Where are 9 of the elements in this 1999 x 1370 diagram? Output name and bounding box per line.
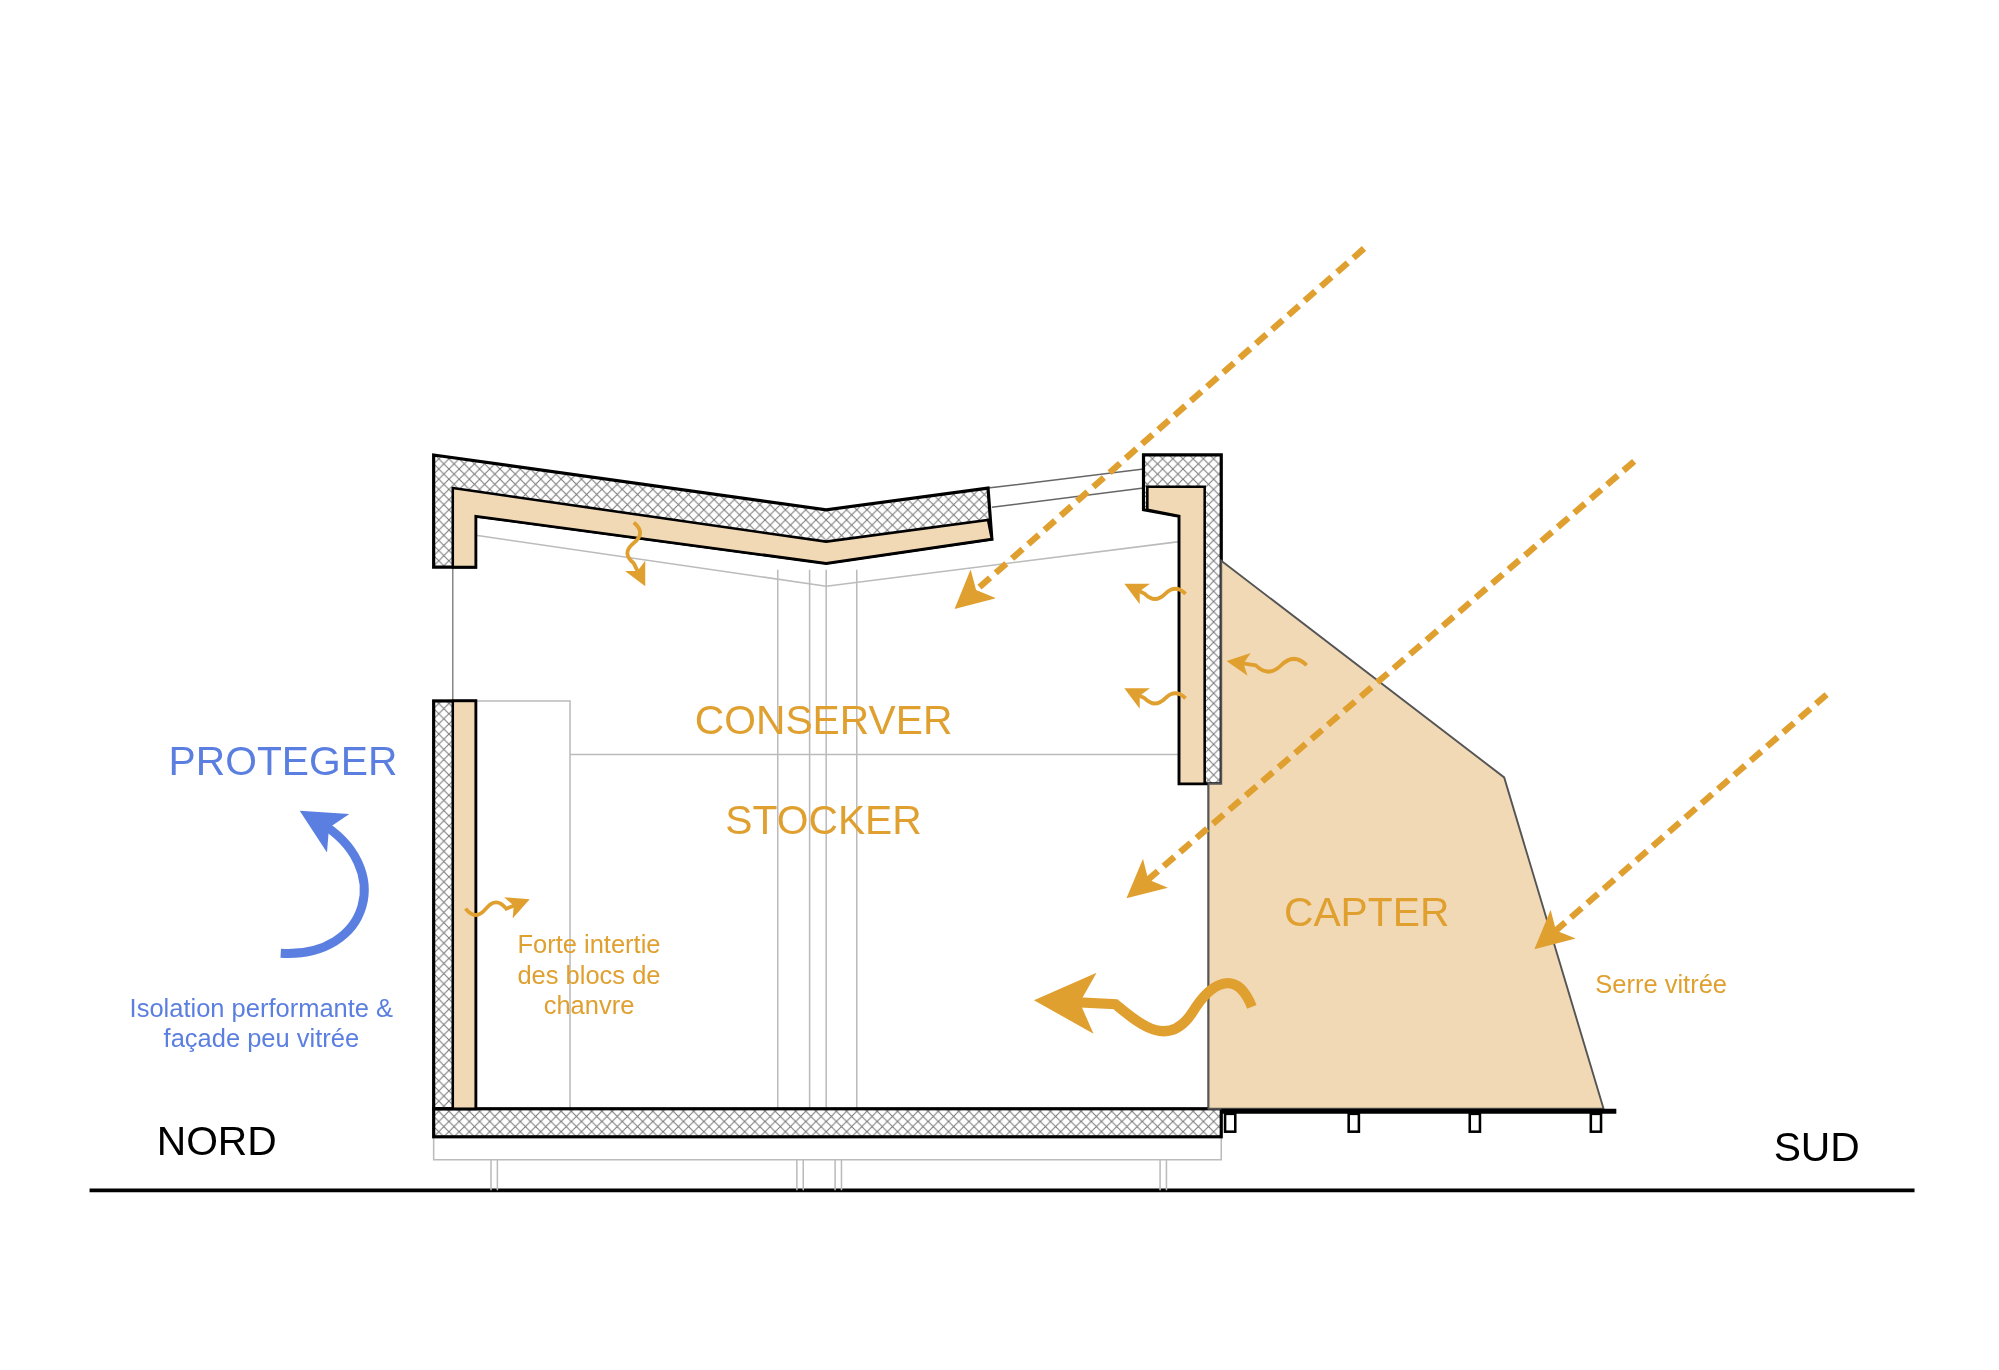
note-text: Forte intertie des blocs de chanvre (516, 929, 662, 1022)
orientation-label: SUD (1773, 1122, 1860, 1172)
note-text: Isolation performante & façade peu vitrée (128, 993, 395, 1055)
note-text: Serre vitrée (1595, 968, 1727, 1000)
section-heading: STOCKER (725, 795, 922, 845)
section-heading: CAPTER (1283, 887, 1450, 936)
orientation-label: NORD (156, 1116, 277, 1166)
section-heading: PROTEGER (168, 736, 398, 786)
section-heading: CONSERVER (694, 695, 953, 745)
